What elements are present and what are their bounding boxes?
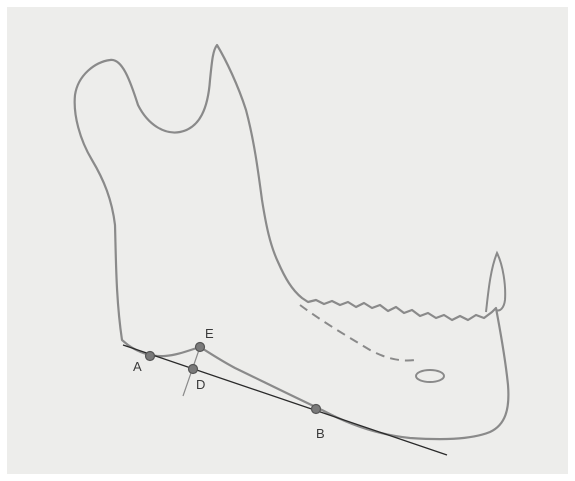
label-A: A bbox=[133, 359, 142, 374]
point-D-marker bbox=[189, 365, 198, 374]
tooth-outline bbox=[486, 253, 505, 312]
label-D: D bbox=[196, 377, 205, 392]
point-A-marker bbox=[146, 352, 155, 361]
tangent-line bbox=[123, 345, 447, 455]
label-B: B bbox=[316, 426, 325, 441]
point-E-marker bbox=[196, 343, 205, 352]
mental-foramen bbox=[416, 370, 444, 382]
mandible-outline bbox=[75, 45, 509, 439]
point-B-marker bbox=[312, 405, 321, 414]
label-E: E bbox=[205, 326, 214, 341]
mandibular-canal bbox=[300, 305, 415, 361]
